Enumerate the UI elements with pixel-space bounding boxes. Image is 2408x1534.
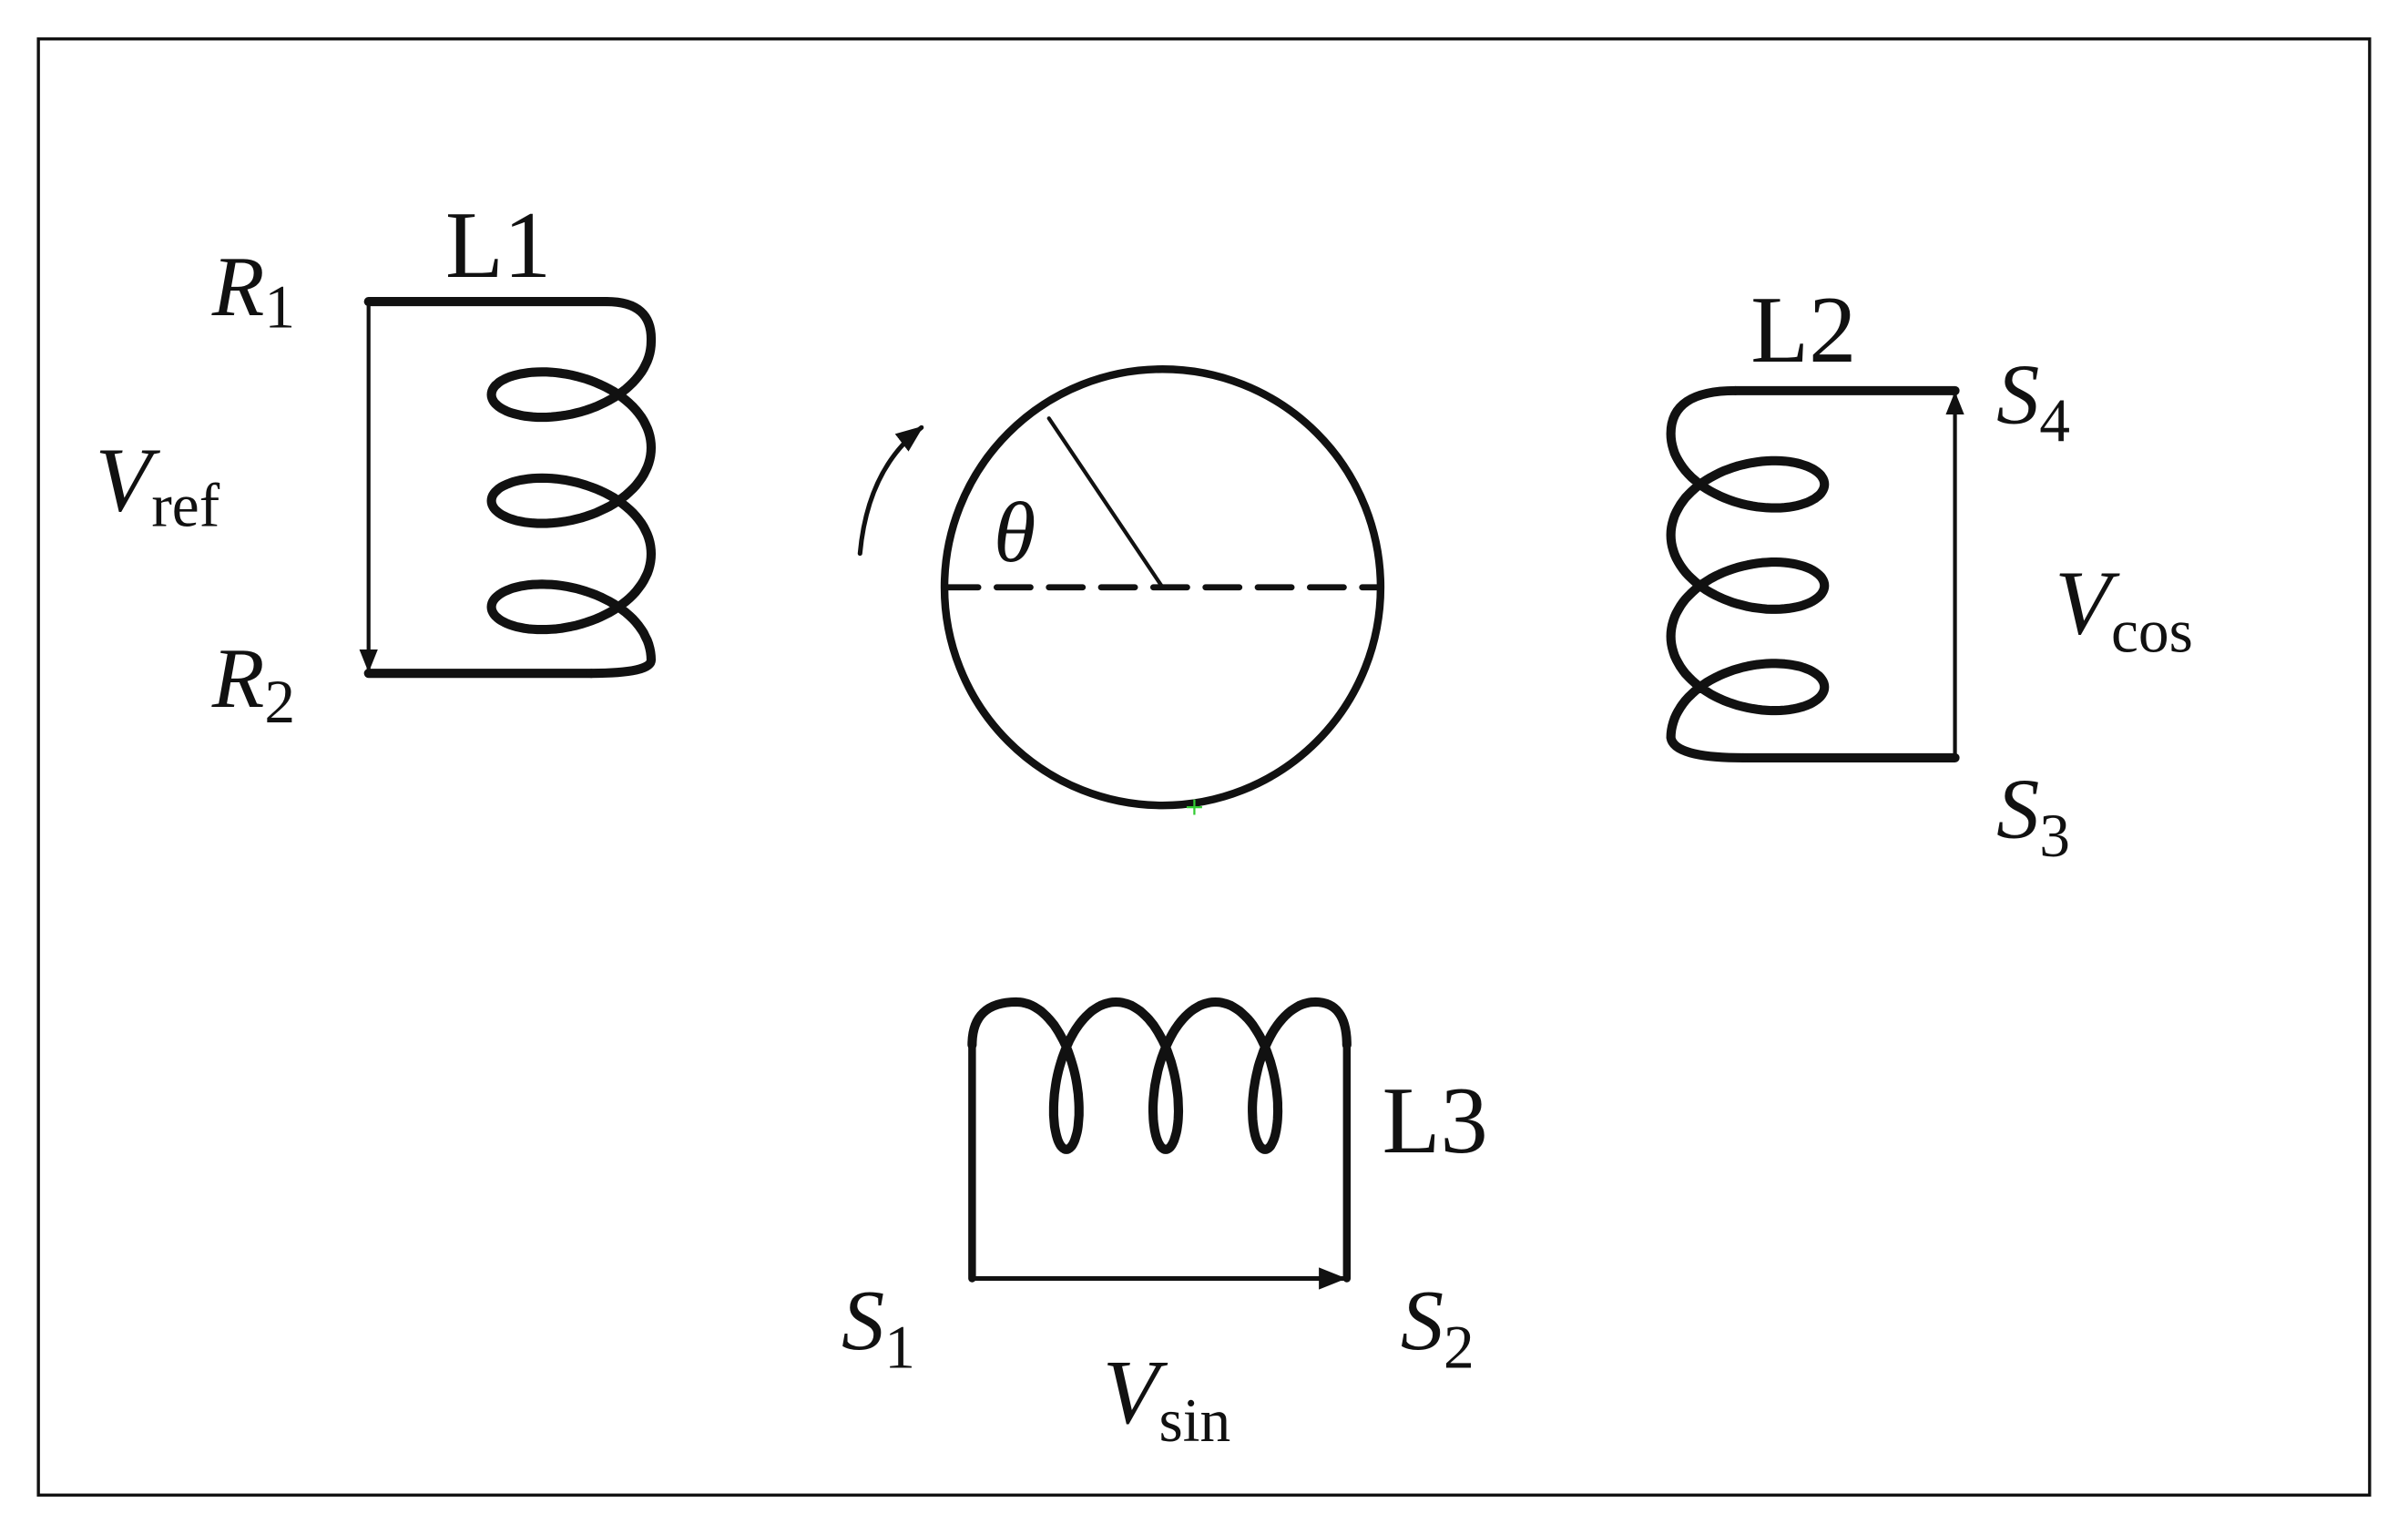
s1-label: S1	[842, 1273, 915, 1381]
frame-border	[36, 37, 2372, 1497]
center-marker: +	[1184, 793, 1205, 821]
l2-label: L2	[1750, 277, 1856, 383]
l2-winding	[1666, 385, 1830, 762]
rotor: θ +	[857, 365, 1385, 821]
rotation-arrow	[857, 424, 924, 557]
r2-label: R2	[211, 631, 295, 736]
l3-label: L3	[1383, 1068, 1488, 1173]
s4-label: S4	[1996, 347, 2070, 455]
r1-label: R1	[211, 240, 295, 341]
vcos-label: Vcos	[2055, 551, 2193, 665]
vref-label: Vref	[96, 428, 220, 539]
vsin-label: Vsin	[1103, 1341, 1231, 1455]
l3-winding	[967, 997, 1352, 1154]
coil-l1: L1 R1 R2 Vref	[96, 192, 657, 736]
coil-l2: L2 S4 S3 Vcos	[1666, 277, 2193, 870]
rotor-radius	[1046, 416, 1165, 589]
l1-label: L1	[445, 192, 551, 298]
l1-winding	[486, 297, 657, 679]
s3-label: S3	[1996, 762, 2070, 870]
coil-l3: L3 S1 S2 Vsin	[842, 997, 1488, 1455]
s2-label: S2	[1401, 1273, 1474, 1381]
theta-label: θ	[994, 486, 1036, 580]
